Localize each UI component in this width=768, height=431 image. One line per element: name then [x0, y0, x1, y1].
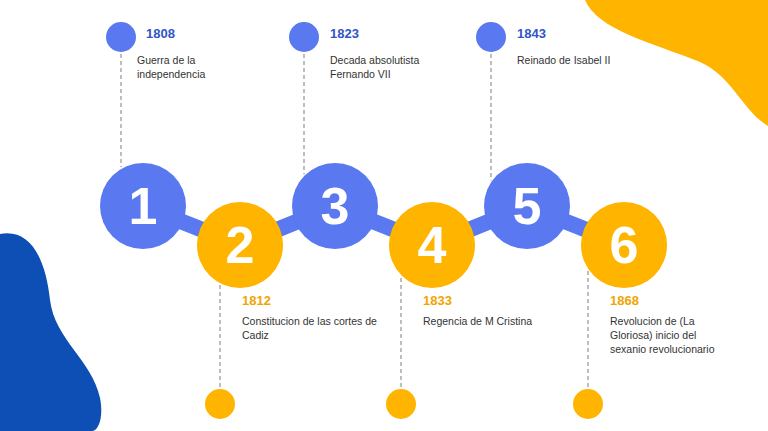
orange-blob: [585, 0, 768, 126]
number-circle: 6: [581, 202, 667, 288]
step-number: 4: [389, 202, 475, 288]
step-number: 6: [581, 202, 667, 288]
circle-shape: [205, 389, 235, 419]
dashed-leader: [490, 54, 492, 180]
circle-shape: [573, 389, 603, 419]
event-description: Regencia de M Cristina: [423, 314, 563, 328]
year-label: 1843: [517, 26, 546, 41]
step-number: 3: [292, 163, 378, 249]
year-label: 1868: [610, 293, 639, 308]
circle-fill: [292, 163, 378, 249]
event-description: Revolucion de (La Gloriosa) inicio del s…: [610, 314, 735, 356]
blue-blob: [0, 233, 101, 431]
year-label: 1833: [423, 293, 452, 308]
year-label: 1812: [242, 293, 271, 308]
circle-fill: [386, 389, 416, 419]
event-description: Constitucion de las cortes de Cadiz: [242, 314, 384, 342]
circle-fill: [484, 163, 570, 249]
dashed-leader: [400, 277, 402, 387]
number-circle: 4: [389, 202, 475, 288]
circle-fill: [476, 22, 506, 52]
circle-shape: [289, 22, 319, 52]
step-number: 2: [197, 202, 283, 288]
circle-fill: [573, 389, 603, 419]
event-dot: 1808Guerra de la independencia: [106, 22, 136, 52]
dashed-leader: [120, 54, 122, 167]
event-dot: 1823Decada absolutista Fernando VII: [289, 22, 319, 52]
step-number: 5: [484, 163, 570, 249]
circle-fill: [581, 202, 667, 288]
year-label: 1823: [330, 26, 359, 41]
circle-fill: [106, 22, 136, 52]
event-dot: 1843Reinado de Isabel II: [476, 22, 506, 52]
circle-shape: [106, 22, 136, 52]
number-circle: 5: [484, 163, 570, 249]
dashed-leader: [587, 271, 589, 387]
circle-fill: [289, 22, 319, 52]
circle-fill: [389, 202, 475, 288]
circle-fill: [100, 163, 186, 249]
circle-shape: [386, 389, 416, 419]
number-circle: 3: [292, 163, 378, 249]
dashed-leader: [303, 54, 305, 174]
number-circle: 1: [100, 163, 186, 249]
event-dot: 1868Revolucion de (La Gloriosa) inicio d…: [573, 389, 603, 419]
event-description: Guerra de la independencia: [137, 53, 237, 81]
event-description: Reinado de Isabel II: [517, 53, 647, 67]
event-description: Decada absolutista Fernando VII: [330, 53, 455, 81]
circle-fill: [197, 202, 283, 288]
event-dot: 1812Constitucion de las cortes de Cadiz: [205, 389, 235, 419]
year-label: 1808: [146, 26, 175, 41]
circle-shape: [476, 22, 506, 52]
circle-fill: [205, 389, 235, 419]
dashed-leader: [219, 285, 221, 387]
event-dot: 1833Regencia de M Cristina: [386, 389, 416, 419]
number-circle: 2: [197, 202, 283, 288]
step-number: 1: [100, 163, 186, 249]
